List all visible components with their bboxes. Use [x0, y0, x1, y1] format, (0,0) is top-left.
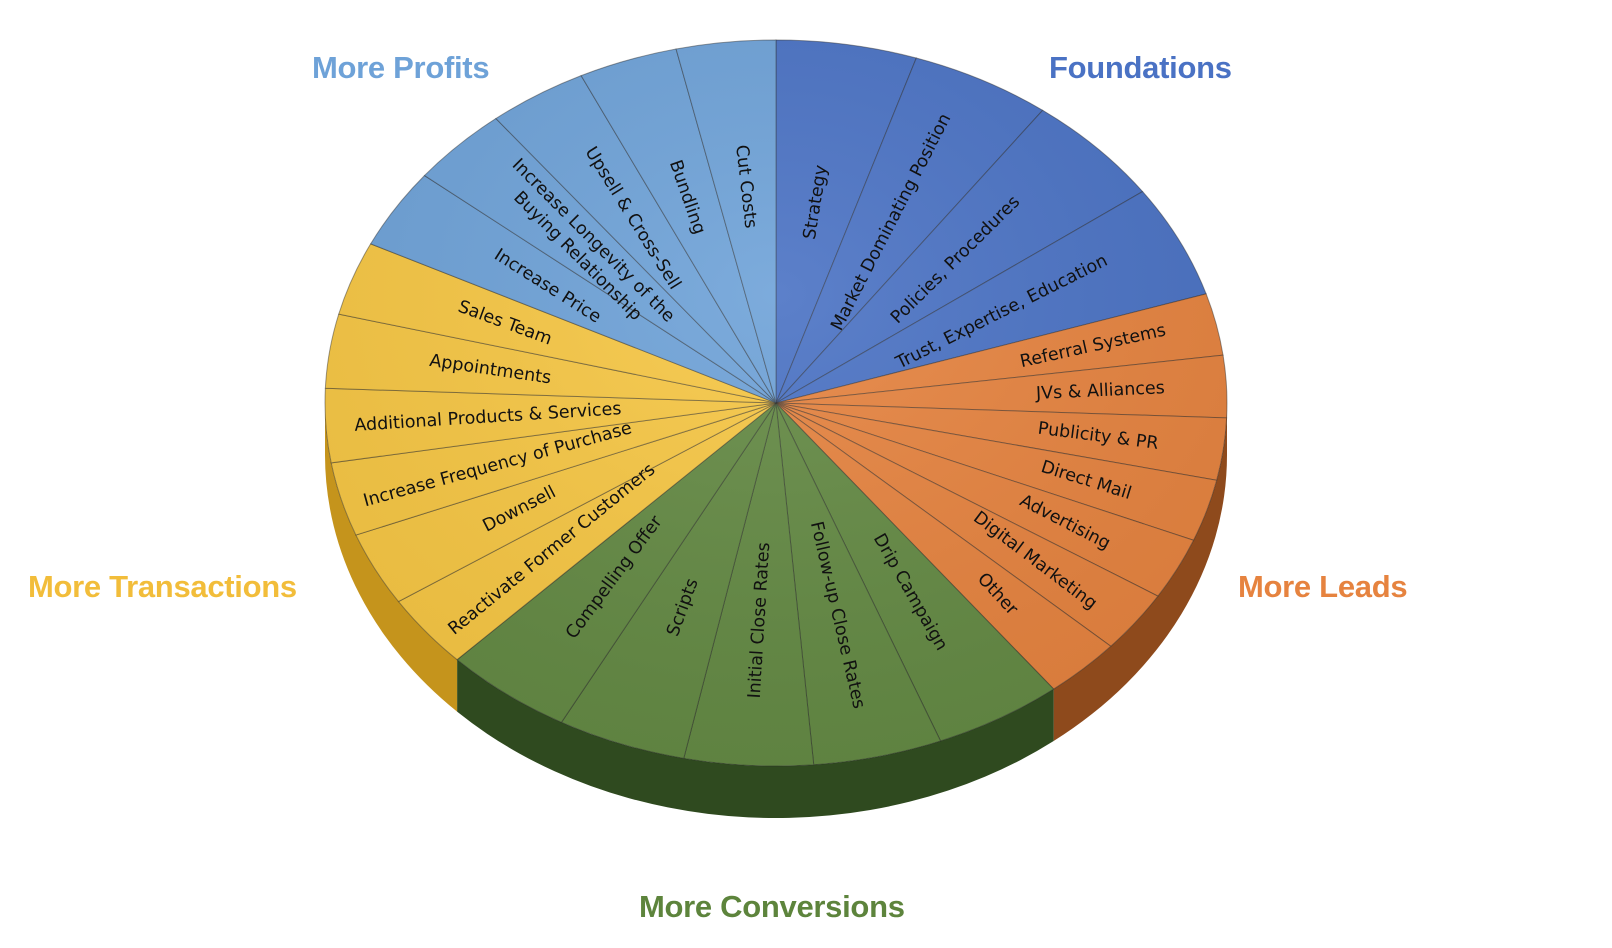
group-title-more-transactions: More Transactions — [28, 569, 297, 604]
group-title-more-leads: More Leads — [1238, 569, 1408, 604]
wheel-slices — [324, 39, 1228, 767]
side-band-more-leads — [1053, 403, 1227, 742]
top-face-shading — [325, 40, 1227, 766]
group-title-more-conversions: More Conversions — [639, 889, 905, 924]
group-title-foundations: Foundations — [1049, 50, 1232, 85]
side-band-more-conversions — [457, 659, 1054, 819]
side-band-more-transactions — [324, 403, 458, 712]
group-title-more-profits: More Profits — [312, 50, 490, 85]
wheel-side-band — [324, 403, 1227, 819]
